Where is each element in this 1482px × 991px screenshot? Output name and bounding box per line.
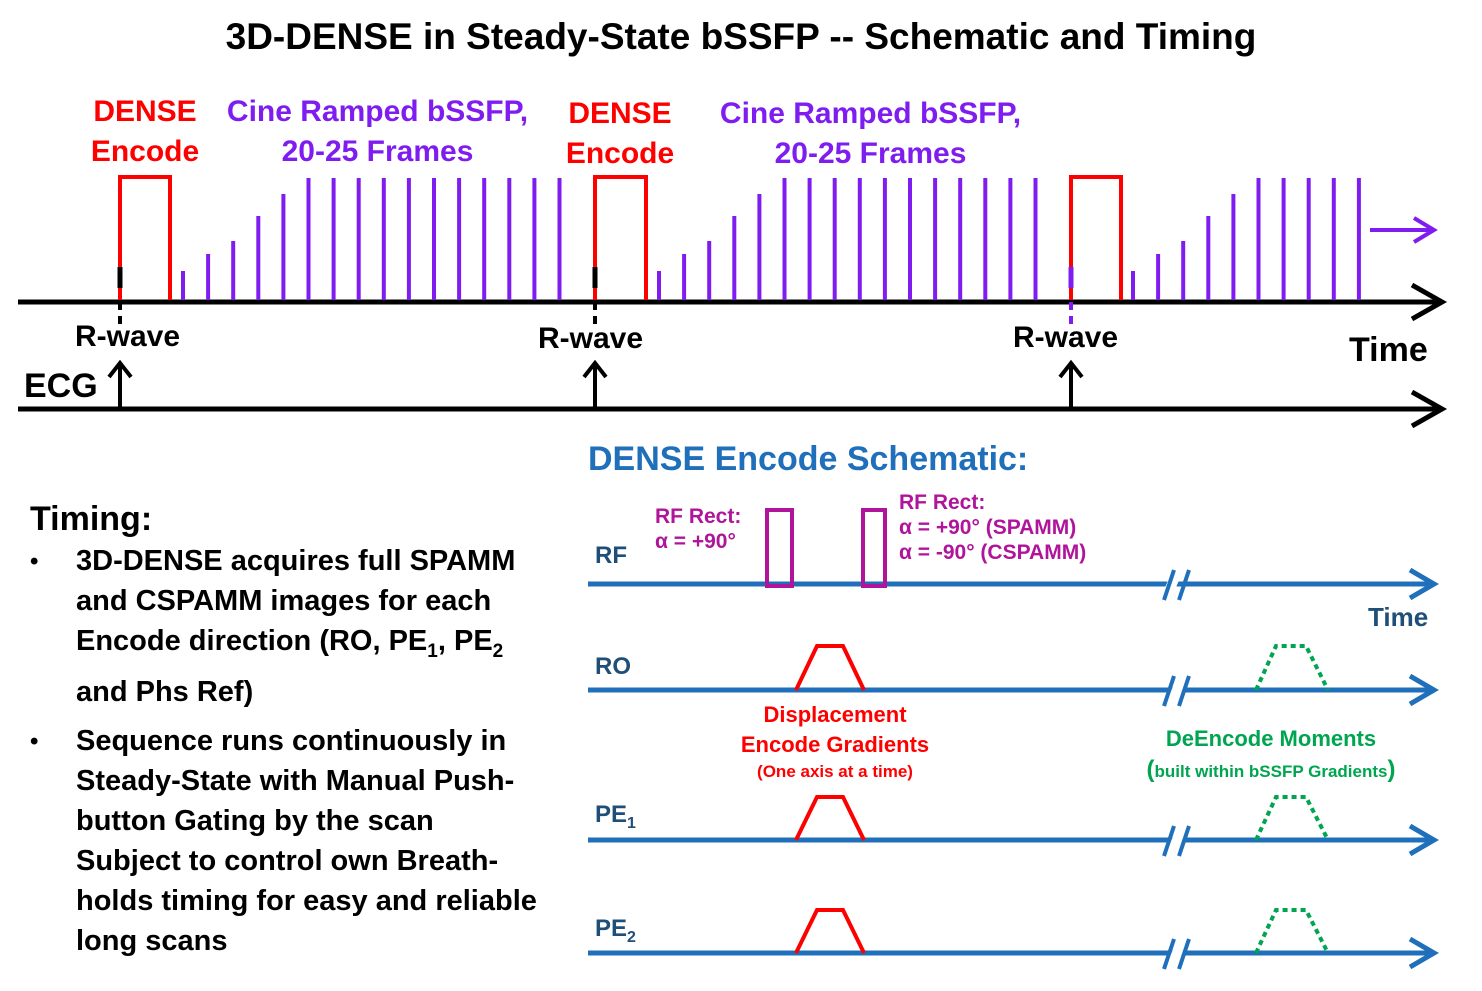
timing-bullet-1: 3D-DENSE acquires full SPAMM and CSPAMM … (76, 541, 554, 712)
pe2-axis-label-sub: 2 (627, 928, 636, 946)
rf-pulse-2-label-line2: α = +90° (SPAMM) (899, 516, 1077, 539)
pe2-deencode-moment (1254, 908, 1330, 954)
timing-heading: Timing: (30, 500, 153, 538)
r-wave-arrow (1058, 359, 1084, 409)
deencode-note-open: ( (1146, 756, 1155, 783)
r-wave-arrow (582, 359, 608, 409)
cine-label-line1: Cine Ramped bSSFP, (719, 97, 1022, 130)
pe2-axis (588, 936, 1439, 970)
dense-encode-label-line1: DENSE (93, 95, 197, 128)
pe1-axis-label: PE1 (595, 801, 636, 833)
bullet-1-sub2: 2 (492, 640, 504, 662)
deencode-note: (built within bSSFP Gradients) (1110, 756, 1432, 784)
dense-encode-label-line1: DENSE (568, 97, 672, 130)
deencode-note-text: built within bSSFP Gradients (1154, 762, 1388, 781)
displacement-label-line2: Encode Gradients (740, 732, 930, 757)
rf-pulse-2-label-line1: RF Rect: (899, 491, 986, 514)
cine-label: Cine Ramped bSSFP, 20-25 Frames (205, 92, 550, 172)
pe1-axis-label-base: PE (595, 801, 628, 828)
pe1-axis-label-sub: 1 (627, 814, 636, 832)
dense-encode-block (1068, 175, 1123, 300)
dense-encode-label: DENSE Encode (80, 92, 210, 172)
page-title: 3D-DENSE in Steady-State bSSFP -- Schema… (225, 16, 1257, 57)
rf-pulse-2-label: RF Rect: α = +90° (SPAMM) α = -90° (CSPA… (899, 490, 1086, 565)
rf-axis-label: RF (595, 542, 627, 569)
bullet-1-text-b: , PE (437, 625, 493, 657)
bullet-1-text-c: and Phs Ref) (76, 675, 254, 708)
deencode-label: DeEncode Moments (1165, 726, 1377, 751)
ecg-axis (18, 389, 1448, 429)
bullet-1-text-a: 3D-DENSE acquires full SPAMM and CSPAMM … (76, 545, 516, 657)
rf-pulse-2-label-line3: α = -90° (CSPAMM) (899, 541, 1087, 564)
rf-pulse-1-label-line1: RF Rect: (655, 505, 742, 528)
dense-encode-label: DENSE Encode (555, 94, 685, 174)
pe1-encode-gradient (794, 795, 866, 841)
ro-axis-label: RO (595, 653, 631, 680)
schematic-heading: DENSE Encode Schematic: (588, 440, 1029, 478)
rf-axis (588, 567, 1439, 601)
rf-pulse-2 (861, 508, 887, 588)
rf-pulse-1-label-line2: α = +90° (655, 530, 736, 553)
cine-label: Cine Ramped bSSFP, 20-25 Frames (698, 94, 1043, 174)
r-wave-arrow (107, 359, 133, 409)
bullet-marker: • (30, 728, 39, 755)
r-wave-label: R-wave (75, 320, 181, 353)
cine-label-line2: 20-25 Frames (774, 137, 967, 170)
ro-encode-gradient (794, 644, 866, 691)
dense-encode-label-line2: Encode (90, 135, 200, 168)
timing-bullet-2: Sequence runs continuously in Steady-Sta… (76, 725, 537, 957)
deencode-note-close: ) (1387, 756, 1396, 783)
ecg-label: ECG (24, 367, 98, 405)
time-axis-label: Time (1349, 331, 1428, 369)
bullet-marker: • (30, 548, 39, 575)
r-wave-label: R-wave (1013, 321, 1119, 354)
cine-label-line2: 20-25 Frames (281, 135, 474, 168)
ro-axis (588, 673, 1439, 707)
dense-encode-block (117, 175, 172, 300)
ro-deencode-moment (1254, 644, 1330, 691)
continuation-arrow (1370, 216, 1438, 244)
displacement-note: (One axis at a time) (757, 762, 913, 781)
time-axis (18, 282, 1448, 322)
pe2-encode-gradient (794, 908, 866, 954)
schematic-time-label: Time (1368, 602, 1429, 632)
pe1-axis (588, 823, 1439, 857)
pe2-axis-label-base: PE (595, 915, 628, 942)
dense-encode-label-line2: Encode (565, 137, 675, 170)
dense-encode-block (592, 175, 648, 300)
bullet-1-sub1: 1 (427, 640, 438, 662)
rf-pulse-1 (765, 508, 794, 588)
cine-label-line1: Cine Ramped bSSFP, (226, 95, 529, 128)
displacement-label-line1: Displacement (763, 702, 907, 727)
rf-pulse-1-label: RF Rect: α = +90° (655, 504, 741, 554)
pe2-axis-label: PE2 (595, 915, 636, 947)
displacement-label: Displacement Encode Gradients (720, 700, 950, 760)
cine-frames (181, 178, 1361, 300)
r-wave-label: R-wave (538, 322, 644, 355)
pe1-deencode-moment (1254, 795, 1330, 841)
